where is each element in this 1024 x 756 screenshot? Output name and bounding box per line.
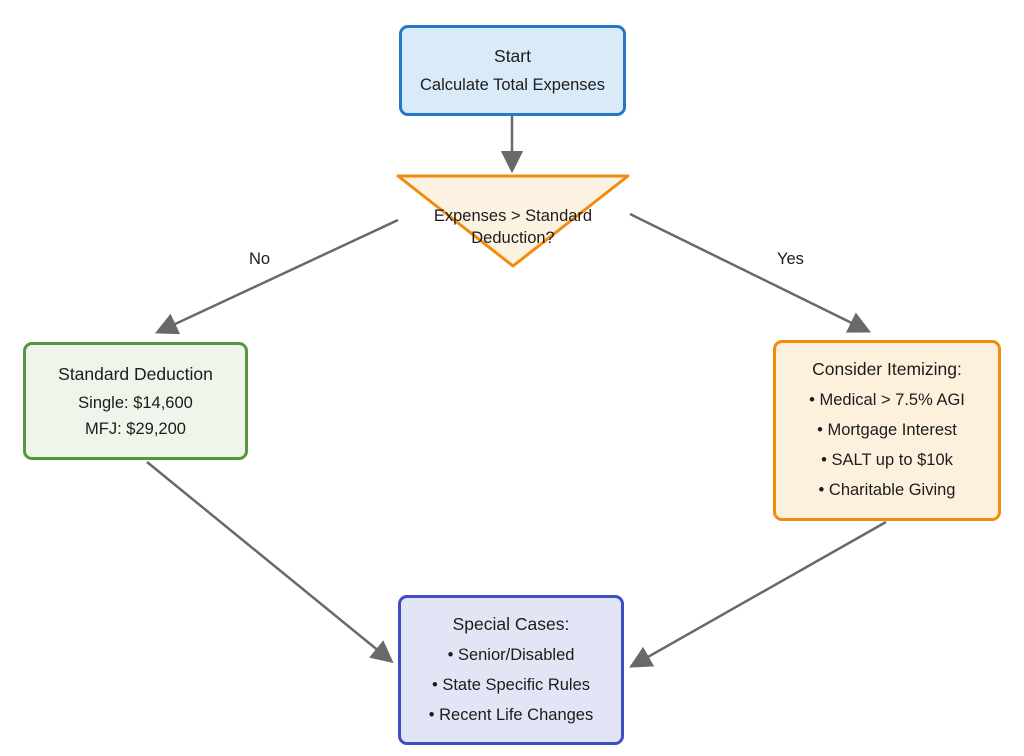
decision-triangle: [396, 174, 630, 268]
edge-label-no: No: [246, 249, 274, 269]
itemizing-list: Medical > 7.5% AGI Mortgage Interest SAL…: [809, 385, 965, 505]
edge-itemize-to-special: [629, 520, 887, 668]
decision-line1: Expenses > Standard: [433, 207, 593, 225]
list-item: Senior/Disabled: [429, 640, 593, 670]
edge-no-to-standard: [154, 218, 399, 335]
start-title: Start: [494, 46, 531, 66]
special-cases-list: Senior/Disabled State Specific Rules Rec…: [429, 640, 593, 730]
consider-itemizing-title: Consider Itemizing:: [812, 359, 962, 379]
node-special-cases: Special Cases: Senior/Disabled State Spe…: [398, 595, 624, 745]
standard-deduction-single: Single: $14,600: [78, 393, 193, 412]
list-item: Charitable Giving: [809, 475, 965, 505]
list-item: Medical > 7.5% AGI: [809, 385, 965, 415]
node-standard-deduction: Standard Deduction Single: $14,600 MFJ: …: [23, 342, 248, 460]
decision-line2: Deduction?: [471, 229, 555, 247]
list-item: Mortgage Interest: [809, 415, 965, 445]
edge-label-yes: Yes: [774, 249, 807, 269]
node-start: Start Calculate Total Expenses: [399, 25, 626, 116]
edge-yes-to-itemize: [629, 212, 872, 333]
standard-deduction-mfj: MFJ: $29,200: [85, 419, 186, 438]
start-subtitle: Calculate Total Expenses: [420, 76, 605, 94]
list-item: Recent Life Changes: [429, 700, 593, 730]
edge-standard-to-special: [146, 461, 394, 664]
list-item: SALT up to $10k: [809, 445, 965, 475]
node-consider-itemizing: Consider Itemizing: Medical > 7.5% AGI M…: [773, 340, 1001, 521]
special-cases-title: Special Cases:: [452, 613, 570, 634]
node-decision-label: Expenses > Standard Deduction?: [383, 205, 643, 249]
list-item: State Specific Rules: [429, 670, 593, 700]
standard-deduction-title: Standard Deduction: [58, 363, 213, 384]
